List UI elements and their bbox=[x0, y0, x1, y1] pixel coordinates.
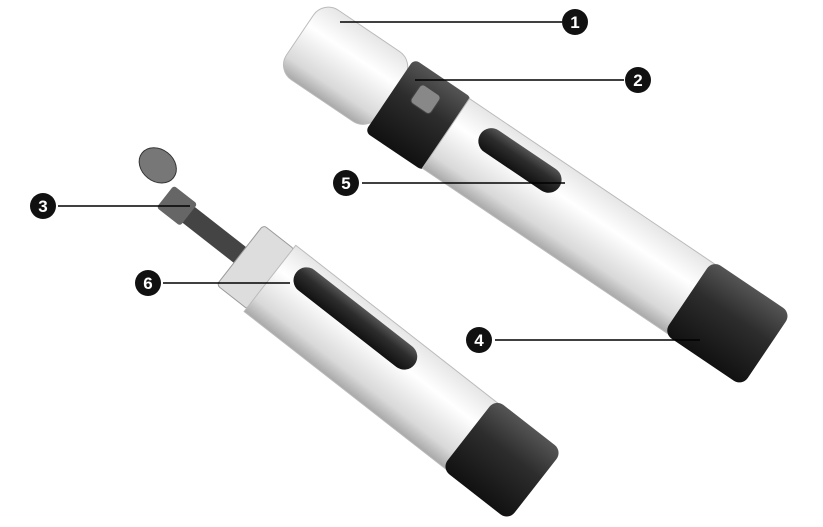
slider-button bbox=[478, 128, 562, 193]
callout-6: 6 bbox=[135, 270, 161, 296]
lancet-cap bbox=[138, 147, 177, 184]
plunger bbox=[667, 264, 788, 383]
slider-button bbox=[293, 267, 418, 370]
callout-label: 1 bbox=[570, 13, 579, 32]
callout-4: 4 bbox=[466, 327, 492, 353]
lancet-holder bbox=[178, 204, 247, 263]
callout-1: 1 bbox=[562, 9, 588, 35]
callout-2: 2 bbox=[625, 67, 651, 93]
callout-5: 5 bbox=[333, 170, 359, 196]
lancing-device-assembled bbox=[283, 6, 788, 383]
callout-label: 2 bbox=[633, 71, 642, 90]
release-button-small bbox=[410, 84, 441, 114]
callout-label: 6 bbox=[143, 274, 152, 293]
leader-lines bbox=[58, 21, 700, 341]
lancing-device-open bbox=[138, 147, 559, 517]
callout-label: 3 bbox=[38, 197, 47, 216]
barrel bbox=[421, 97, 728, 343]
callout-label: 4 bbox=[474, 331, 484, 350]
plunger bbox=[445, 402, 559, 517]
depth-ring bbox=[367, 61, 470, 169]
callout-label: 5 bbox=[341, 174, 350, 193]
callout-3: 3 bbox=[30, 193, 56, 219]
